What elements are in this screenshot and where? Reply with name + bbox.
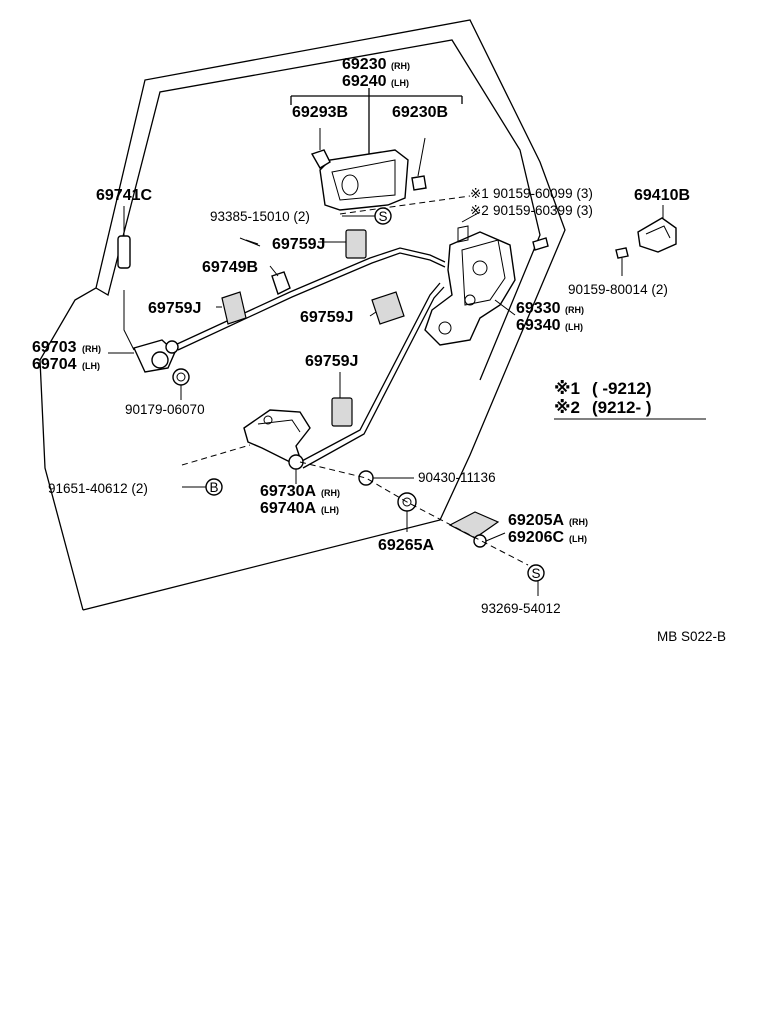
- label-69230: 69230: [342, 56, 387, 73]
- label-69759j-top: 69759J: [272, 236, 325, 253]
- label-69703: 69703: [32, 339, 77, 356]
- leader-lines: [108, 215, 539, 596]
- rods: [174, 237, 446, 469]
- label-69265a: 69265A: [378, 537, 434, 554]
- tag-rh-69205a: (RH): [569, 517, 588, 527]
- circle-b-text: B: [209, 480, 218, 495]
- label-90430-11136: 90430-11136: [418, 470, 496, 485]
- circle-s-symbol-2: [527, 564, 545, 582]
- handle-pad: [448, 511, 500, 548]
- label-90159-60399: 90159-60399 (3): [493, 203, 593, 218]
- tag-rh-69330: (RH): [565, 305, 584, 315]
- door-lock-assembly: [424, 211, 549, 346]
- label-mark1: ※1: [470, 186, 489, 201]
- label-93269-54012: 93269-54012: [481, 601, 561, 616]
- legend-row1-mark: ※1: [554, 379, 580, 398]
- label-69330: 69330: [516, 300, 561, 317]
- tag-lh-69340: (LH): [565, 322, 583, 332]
- label-69240: 69240: [342, 73, 387, 90]
- label-90159-60099: 90159-60099 (3): [493, 186, 593, 201]
- tag-lh-69740a: (LH): [321, 505, 339, 515]
- label-69759j-left: 69759J: [148, 300, 201, 317]
- door-outline: [39, 19, 566, 611]
- label-69293b: 69293B: [292, 104, 348, 121]
- date-legend: ※1 ( -9212) ※2 (9212- ): [554, 379, 706, 420]
- label-69340: 69340: [516, 317, 561, 334]
- striker-69410b: [615, 205, 677, 276]
- label-69205a: 69205A: [508, 512, 564, 529]
- tag-rh-69703: (RH): [82, 344, 101, 354]
- label-69759j-low: 69759J: [305, 353, 358, 370]
- circle-b-symbol: [205, 478, 223, 496]
- tag-rh-69230: (RH): [391, 61, 410, 71]
- dashed-leaders: [181, 195, 529, 566]
- label-69230b: 69230B: [392, 104, 448, 121]
- label-69749b: 69749B: [202, 259, 258, 276]
- outside-handle-frame: [243, 409, 311, 484]
- legend-row1-text: ( -9212): [592, 379, 652, 398]
- label-69759j-mid: 69759J: [300, 309, 353, 326]
- part-labels: 69230 (RH) 69240 (LH) 69293B 69230B 6974…: [32, 56, 690, 616]
- label-69410b: 69410B: [634, 187, 690, 204]
- label-93385-15010: 93385-15010 (2): [210, 209, 310, 224]
- circle-s-text: S: [378, 209, 387, 224]
- tag-rh-69730a: (RH): [321, 488, 340, 498]
- circle-s-symbol: [374, 207, 392, 225]
- label-90159-80014: 90159-80014 (2): [568, 282, 668, 297]
- label-90179-06070: 90179-06070: [125, 402, 205, 417]
- circle-s-text-2: S: [531, 566, 540, 581]
- label-91651-40612: 91651-40612 (2): [48, 481, 148, 496]
- drawing-code: MB S022-B: [657, 629, 726, 644]
- label-mark2: ※2: [470, 203, 489, 218]
- outside-link: [133, 339, 190, 386]
- grommets: [358, 470, 417, 532]
- tag-lh-69240: (LH): [391, 78, 409, 88]
- inside-handle: [290, 88, 463, 211]
- circled-symbols: S B S: [205, 207, 545, 582]
- label-69730a: 69730A: [260, 483, 316, 500]
- tag-lh-69206c: (LH): [569, 534, 587, 544]
- label-69704: 69704: [32, 356, 77, 373]
- tag-lh-69704: (LH): [82, 361, 100, 371]
- label-69740a: 69740A: [260, 500, 316, 517]
- rod-clips: [221, 229, 405, 427]
- clip-69749b: [271, 271, 291, 295]
- label-69741c: 69741C: [96, 187, 152, 204]
- legend-row2-text: (9212- ): [592, 398, 652, 417]
- label-69206c: 69206C: [508, 529, 564, 546]
- legend-row2-mark: ※2: [554, 398, 580, 417]
- lock-knob: [117, 206, 135, 351]
